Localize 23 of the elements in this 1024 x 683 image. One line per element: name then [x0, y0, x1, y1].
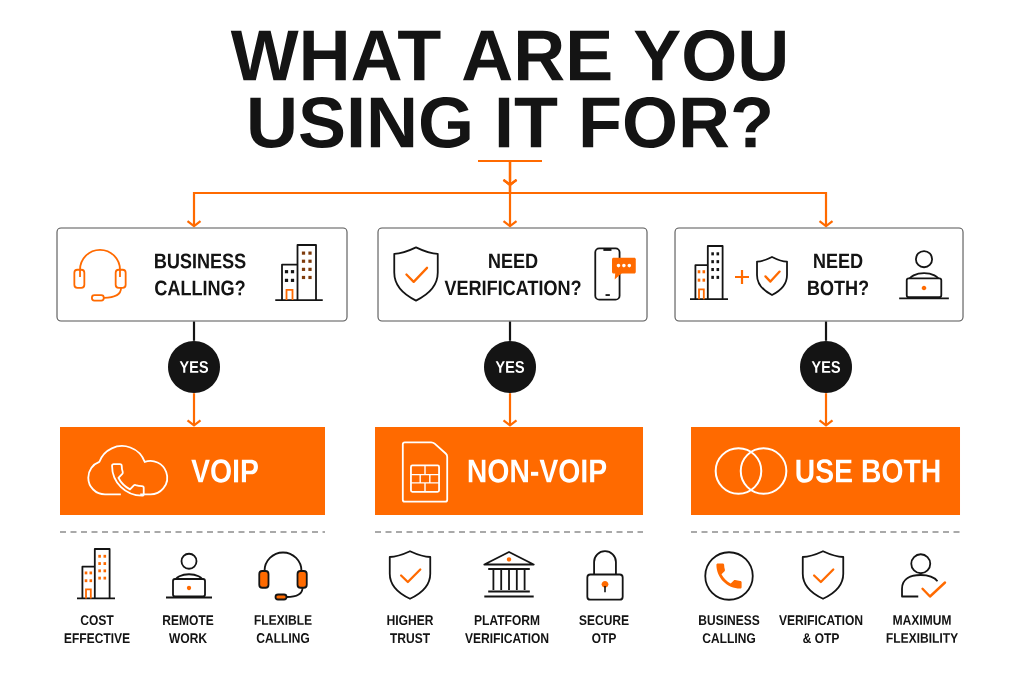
- result-box: VOIP: [60, 427, 325, 515]
- question-box: BUSINESS CALLING?: [56, 227, 348, 322]
- result-box: USE BOTH: [691, 427, 960, 515]
- result-box: NON-VOIP: [375, 427, 643, 515]
- connector-line: [824, 321, 828, 341]
- feature-label: BUSINESS CALLING: [699, 615, 760, 644]
- arrow: [186, 393, 202, 427]
- heading: WHAT ARE YOU USING IT FOR?: [230, 30, 785, 148]
- arrow: [502, 161, 834, 228]
- feature-label: REMOTE WORK: [163, 615, 214, 644]
- feature-label: HIGHER TRUST: [387, 615, 434, 644]
- connector-line: [508, 321, 512, 341]
- feature-label: SECURE OTP: [579, 615, 629, 644]
- feature-label: PLATFORM VERIFICATION: [465, 615, 549, 644]
- feature-label: VERIFICATION & OTP: [779, 615, 863, 644]
- connector-line: [192, 321, 196, 341]
- feature-label: MAXIMUM FLEXIBILITY: [886, 615, 958, 643]
- feature-label: COST EFFECTIVE: [64, 615, 130, 644]
- arrow: [818, 393, 834, 427]
- feature-label: FLEXIBLE CALLING: [254, 615, 312, 643]
- question-box: NEED BOTH?: [674, 227, 964, 322]
- question-box: NEED VERIFICATION?: [377, 227, 648, 322]
- arrow: [502, 393, 518, 427]
